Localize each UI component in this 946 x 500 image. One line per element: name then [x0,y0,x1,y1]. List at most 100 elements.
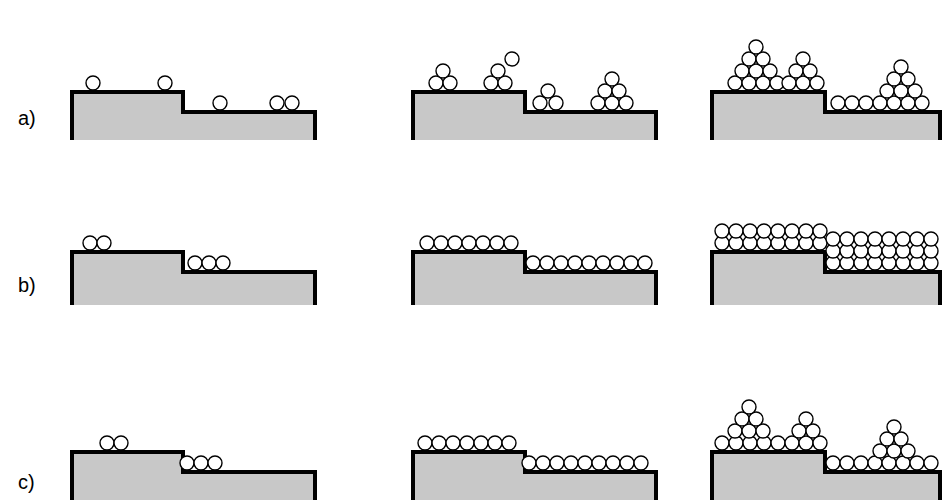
adatom [549,96,563,110]
adatom [462,236,476,250]
adatom [749,40,763,54]
adatom [216,256,230,270]
adatom [491,64,505,78]
adatom [840,456,854,470]
adatom [715,436,729,450]
substrate-fill [712,452,940,500]
adatom [285,96,299,110]
adatom [910,232,924,246]
adatom [476,236,490,250]
adatom [610,256,624,270]
substrate-panel [72,236,315,305]
adatom [505,52,519,66]
adatom [564,456,578,470]
substrate-fill [72,92,315,140]
adatom [771,224,785,238]
adatom [924,232,938,246]
adatom [194,456,208,470]
adatom [799,412,813,426]
adatom [504,236,518,250]
adatom [882,232,896,246]
adatom [771,436,785,450]
substrate-surface [72,252,315,305]
row-label: a) [18,108,36,128]
substrate-surface [712,452,940,500]
adatom [868,232,882,246]
adatom [826,456,840,470]
substrate-panel [712,224,940,305]
adatom [854,456,868,470]
substrate-fill [413,92,656,140]
adatom [554,256,568,270]
substrate-surface [413,92,656,140]
adatom [578,456,592,470]
adatom [729,224,743,238]
substrate-fill [72,452,315,500]
adatom [840,232,854,246]
adatom [896,232,910,246]
adatom [541,84,555,98]
adatom [796,52,810,66]
adatom [854,232,868,246]
substrate-surface [72,92,315,140]
substrate-panel [712,400,940,500]
adatom [502,436,516,450]
row-label: b) [18,275,36,295]
adatom [742,400,756,414]
substrate-panel [72,76,315,140]
substrate-surface [712,92,940,140]
adatom [894,60,908,74]
adatom [526,256,540,270]
substrate-panel [413,436,656,500]
adatom [845,96,859,110]
adatom [420,236,434,250]
row-label: c) [18,472,35,492]
substrate-surface [712,252,940,305]
adatom [432,436,446,450]
substrate-surface [413,252,656,305]
adatom [582,256,596,270]
adatom [634,456,648,470]
adatom [568,256,582,270]
substrate-fill [413,252,656,305]
substrate-panel [72,436,315,500]
adatom [100,436,114,450]
substrate-panel [413,236,656,305]
adatom [743,224,757,238]
adatom [596,256,610,270]
adatom [448,236,462,250]
adatom [924,456,938,470]
adatom [910,456,924,470]
adatom [605,72,619,86]
adatom [490,236,504,250]
adatom [831,96,845,110]
adatom [488,436,502,450]
adatom [213,96,227,110]
adatom [158,76,172,90]
adatom [180,456,194,470]
adatom [436,64,450,78]
adatom [446,436,460,450]
adatom [887,420,901,434]
adatom [799,224,813,238]
adatom [550,456,564,470]
adatom [474,436,488,450]
adatom [418,436,432,450]
adatom [813,224,827,238]
adatom [638,256,652,270]
adatom [620,456,634,470]
adatom [859,96,873,110]
adatom [208,456,222,470]
adatom [606,456,620,470]
adatom [86,76,100,90]
substrate-surface [72,452,315,500]
adatom [83,236,97,250]
adatom [270,96,284,110]
substrate-panel [712,40,940,140]
adatom [785,224,799,238]
adatom [188,256,202,270]
adatom [757,224,771,238]
adatom [202,256,216,270]
substrate-fill [712,252,940,305]
